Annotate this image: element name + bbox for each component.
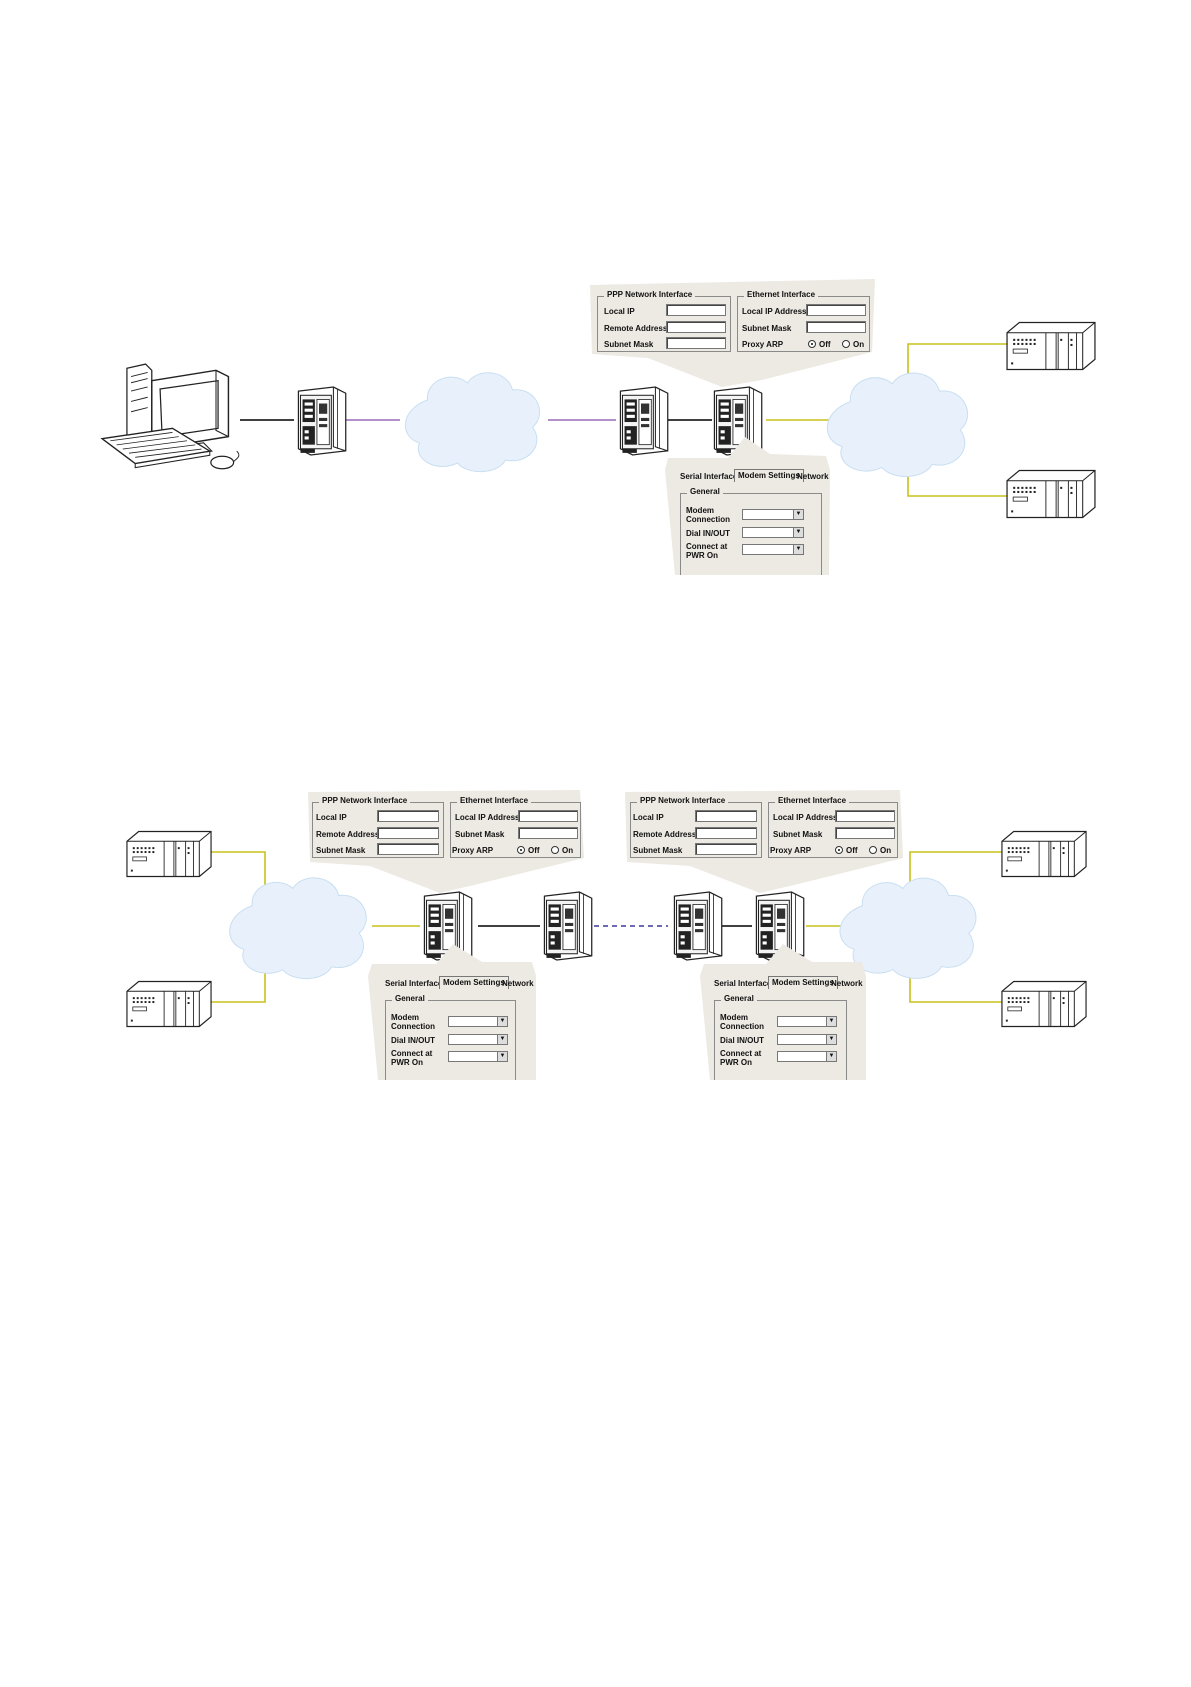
ethernet-cloud <box>826 372 969 478</box>
modem-settings-callout <box>665 437 830 575</box>
diagram-1 <box>101 279 1096 575</box>
modem-settings-callout <box>368 944 536 1080</box>
network-settings-callout <box>625 790 903 893</box>
modem-module <box>297 386 347 456</box>
modem-module <box>619 386 669 456</box>
modem-module <box>673 891 723 961</box>
plc-device <box>126 980 212 1028</box>
modem-module <box>543 891 593 961</box>
plc-device <box>126 830 212 878</box>
router-module <box>423 891 473 961</box>
ethernet-link <box>909 972 1002 1003</box>
diagram-2 <box>126 790 1087 1080</box>
ethernet-link <box>909 851 1002 890</box>
pc-workstation <box>101 363 240 470</box>
plc-device <box>1006 469 1096 519</box>
ethernet-link <box>907 343 1008 382</box>
ethernet-link <box>208 970 266 1003</box>
plc-device <box>1001 980 1087 1028</box>
plc-device <box>1001 830 1087 878</box>
ethernet-link <box>208 851 266 890</box>
plc-device <box>1006 321 1096 371</box>
network-settings-callout <box>590 279 875 387</box>
ethernet-cloud <box>229 877 367 980</box>
modem-settings-callout <box>700 944 866 1080</box>
network-settings-callout <box>308 790 584 893</box>
network-cloud <box>404 372 541 473</box>
